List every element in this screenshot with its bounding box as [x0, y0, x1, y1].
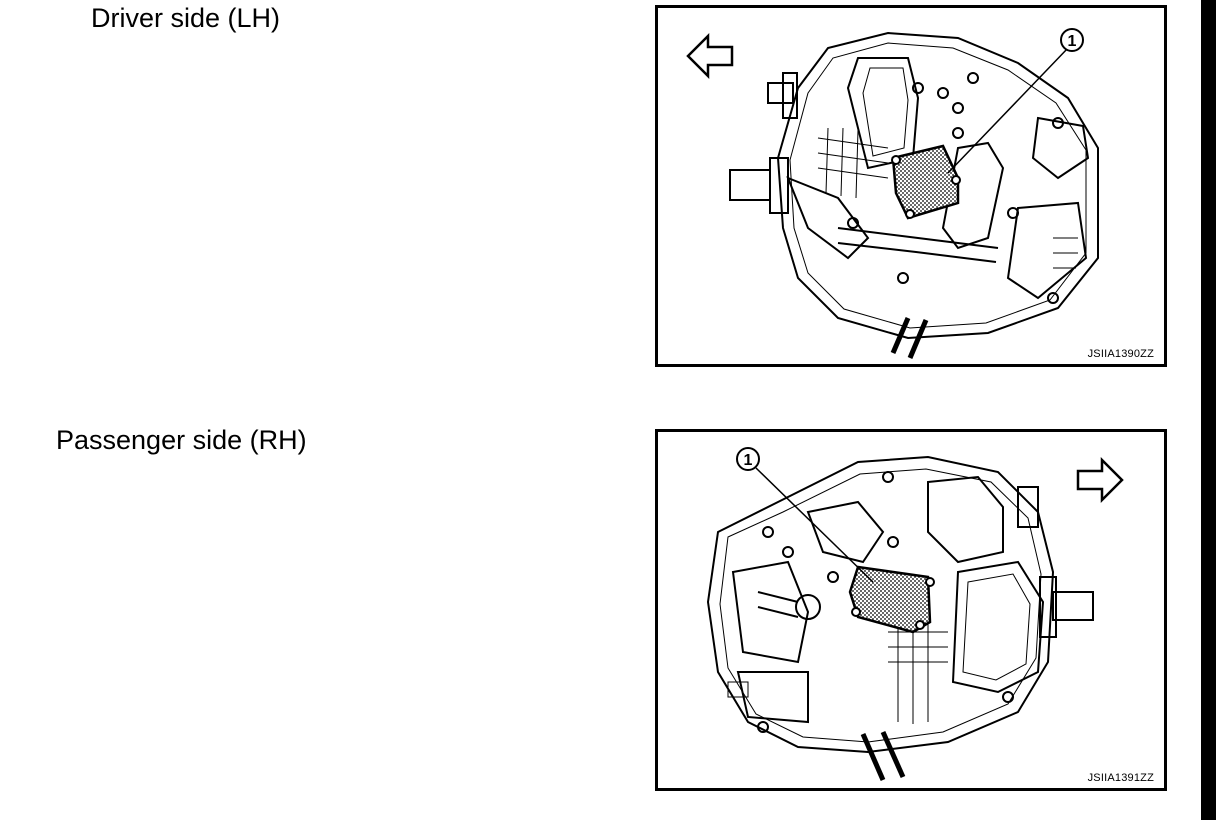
actuator-highlight-lh	[891, 144, 960, 220]
figure-code-lh: JSIIA1390ZZ	[1087, 348, 1154, 360]
figure-code-rh: JSIIA1391ZZ	[1087, 772, 1154, 784]
heater-unit-lh	[729, 31, 1099, 359]
heater-unit-rh	[706, 455, 1094, 781]
direction-arrow-left-icon	[686, 32, 734, 80]
actuator-highlight-rh	[848, 565, 932, 634]
driver-side-diagram: 1	[686, 28, 1099, 359]
right-edge-bar	[1201, 0, 1216, 820]
passenger-side-diagram: 1	[706, 447, 1124, 781]
direction-arrow-right-icon	[1076, 456, 1124, 504]
passenger-side-figure: 1 JSIIA1391ZZ	[655, 429, 1167, 791]
callout-circle-lh	[1060, 28, 1084, 52]
passenger-side-label: Passenger side (RH)	[56, 425, 307, 455]
callout-number-rh: 1	[744, 452, 753, 469]
driver-side-label: Driver side (LH)	[91, 3, 281, 33]
driver-side-figure: 1 JSIIA1390ZZ	[655, 5, 1167, 367]
callout-number-lh: 1	[1068, 33, 1077, 50]
callout-circle-rh	[736, 447, 760, 471]
